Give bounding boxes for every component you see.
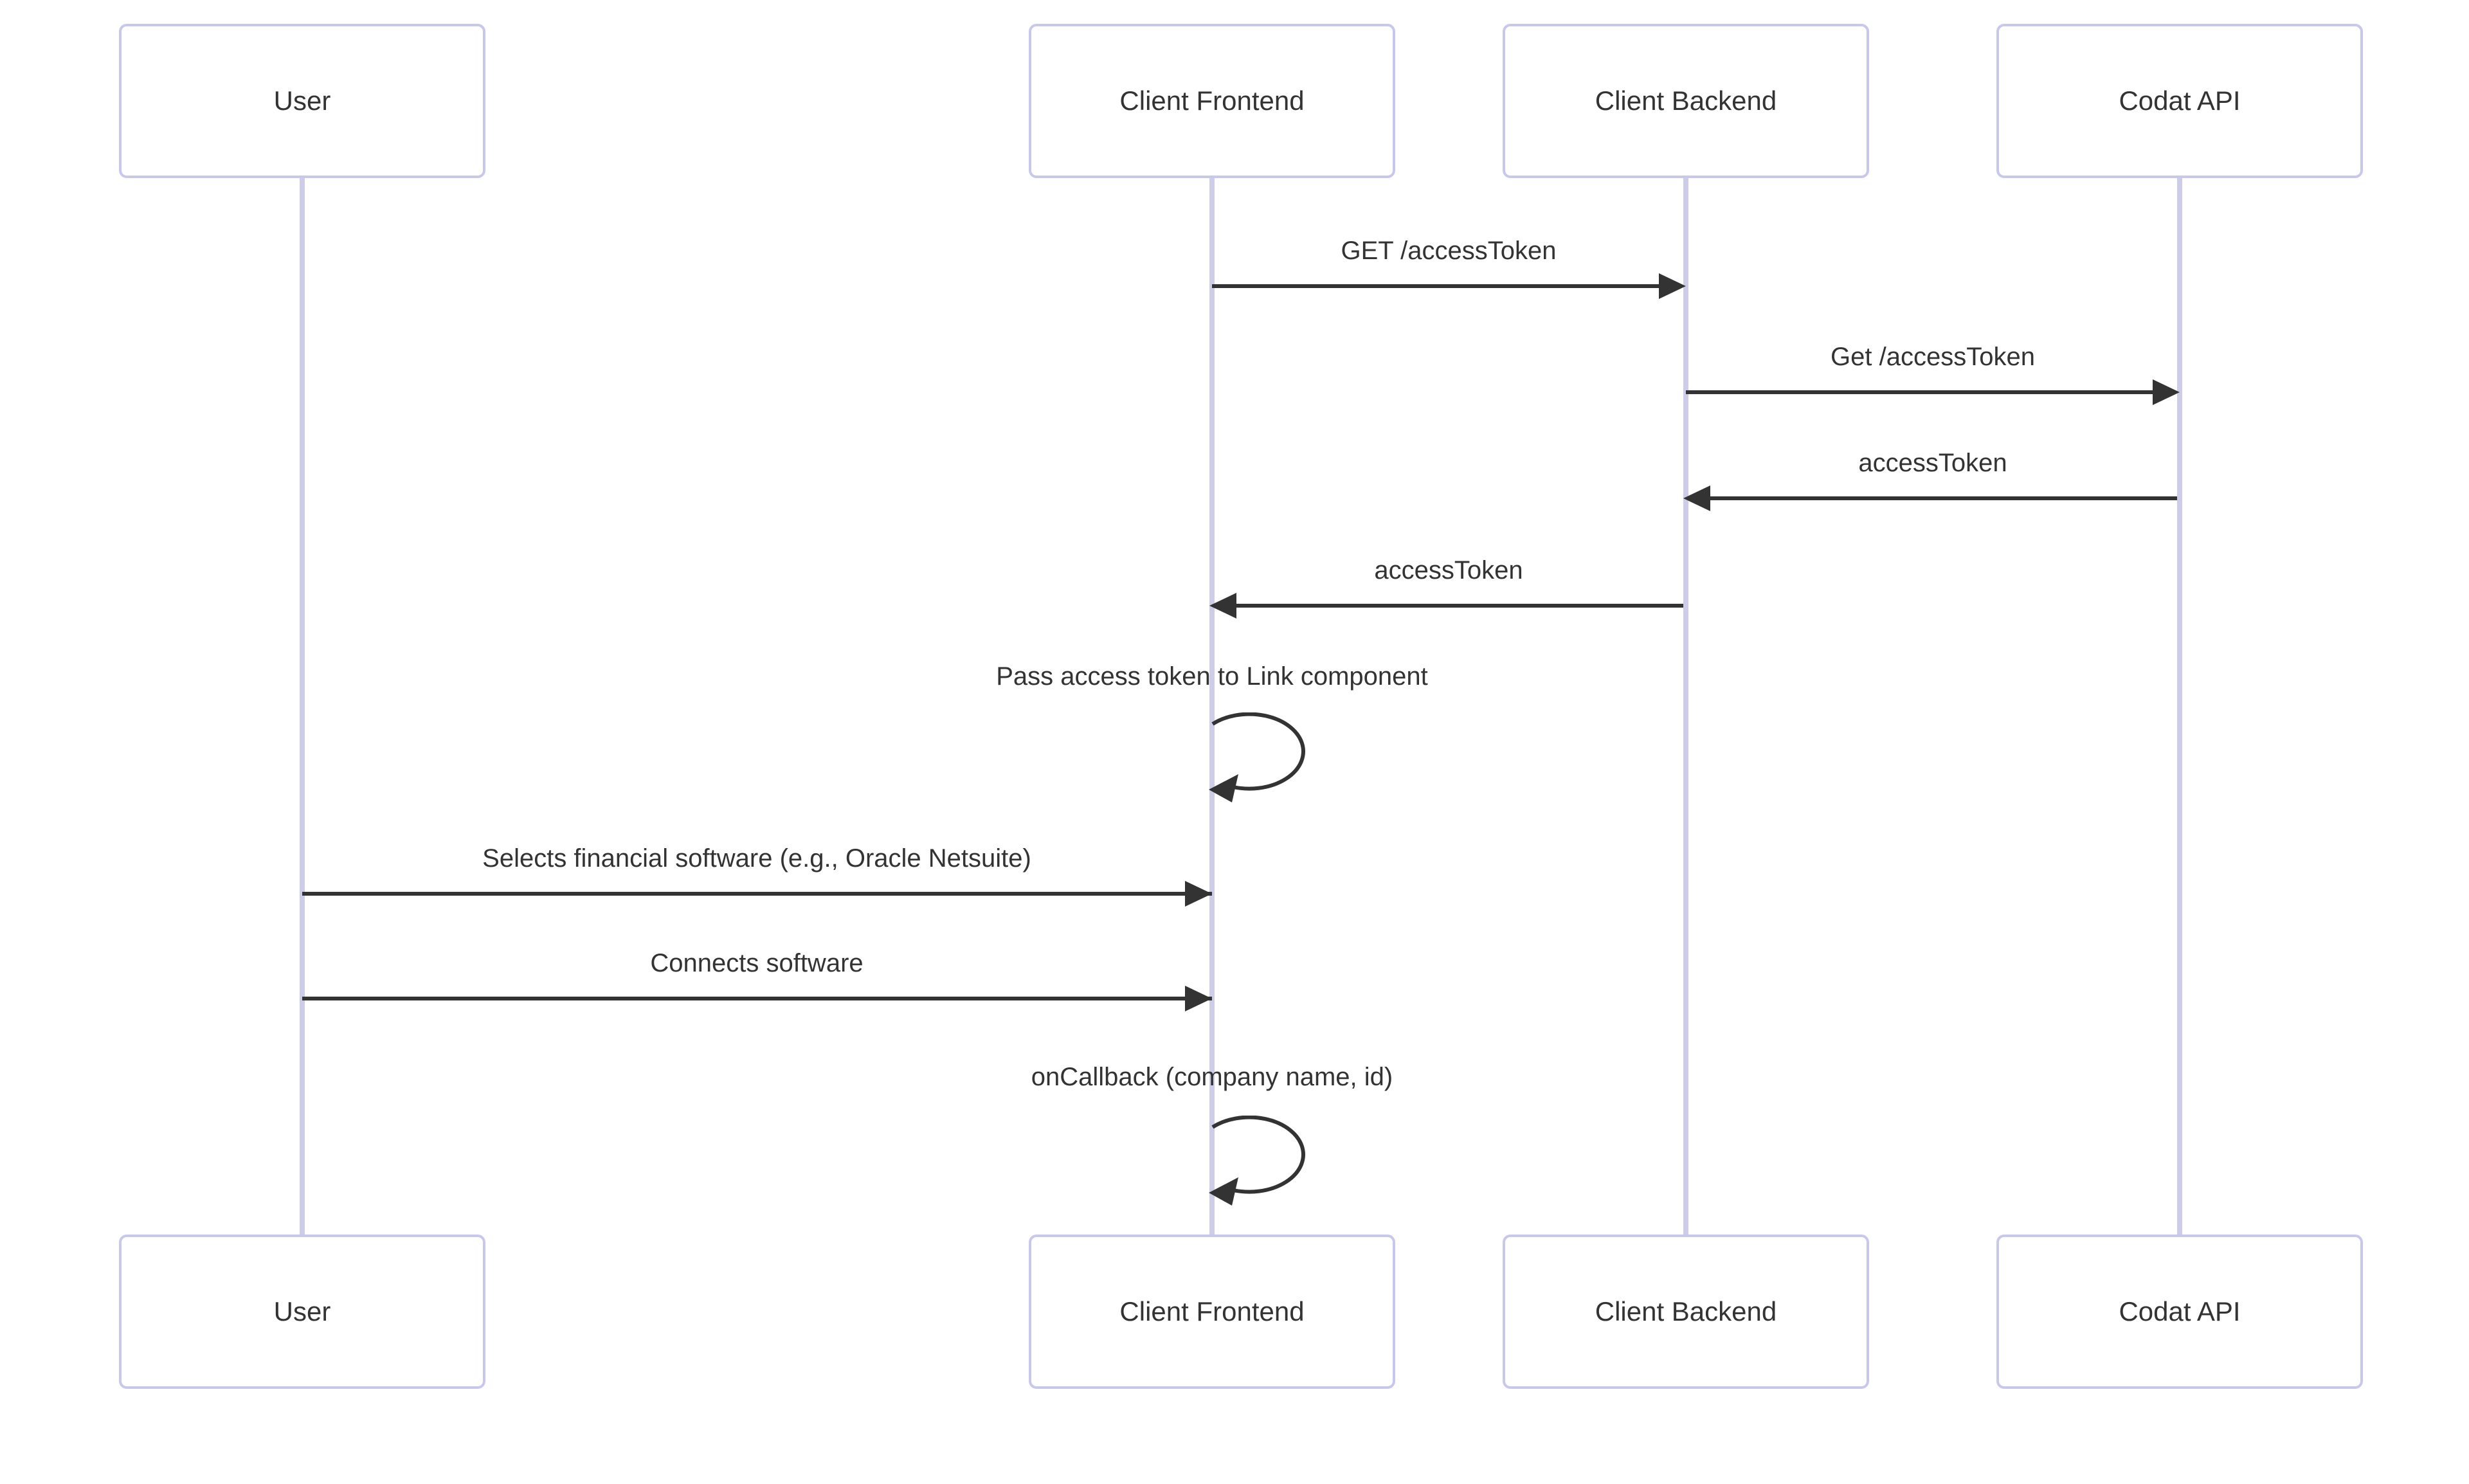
arrowhead-left-icon [1209,593,1236,619]
message-line [1686,390,2156,394]
arrowhead-left-icon [1683,485,1710,511]
actor-label: Client Backend [1595,86,1777,116]
actor-label: Client Frontend [1119,86,1305,116]
actor-top-box-client-frontend: Client Frontend [1029,24,1395,178]
actor-label: Codat API [2119,86,2241,116]
self-loop-arrow-icon [1209,712,1305,802]
actor-top-box-codat-api: Codat API [1996,24,2363,178]
message-line [302,892,1212,896]
actor-bottom-box-codat-api: Codat API [1996,1235,2363,1389]
arrowhead-right-icon [1659,273,1686,299]
message-label: Selects financial software (e.g., Oracle… [482,844,1031,873]
actor-bottom-box-client-backend: Client Backend [1503,1235,1869,1389]
message-line [1233,604,1683,608]
lifeline-codat-api [2177,178,2182,1235]
message-label: accessToken [1374,556,1523,584]
arrowhead-right-icon [1185,986,1212,1011]
message-label: Get /accessToken [1831,343,2035,371]
arrowhead-right-icon [1185,881,1212,907]
message-line [1707,496,2177,500]
message-label: accessToken [1858,449,2007,477]
message-line [1212,284,1662,288]
self-loop-arrow-icon [1209,1116,1305,1206]
actor-bottom-box-user: User [119,1235,485,1389]
lifeline-client-backend [1683,178,1688,1235]
actor-label: Client Frontend [1119,1296,1305,1326]
arrowhead-right-icon [2153,379,2180,405]
lifeline-client-frontend [1209,178,1215,1235]
message-line [302,997,1212,1000]
actor-label: Client Backend [1595,1296,1777,1326]
actor-top-box-client-backend: Client Backend [1503,24,1869,178]
message-label: Connects software [650,949,864,977]
message-label: GET /accessToken [1341,237,1557,265]
actor-label: Codat API [2119,1296,2241,1326]
actor-label: User [273,86,331,116]
actor-top-box-user: User [119,24,485,178]
actor-bottom-box-client-frontend: Client Frontend [1029,1235,1395,1389]
message-label: Pass access token to Link component [996,662,1428,691]
actor-label: User [273,1296,331,1326]
message-label: onCallback (company name, id) [1031,1063,1393,1091]
lifeline-user [300,178,305,1235]
